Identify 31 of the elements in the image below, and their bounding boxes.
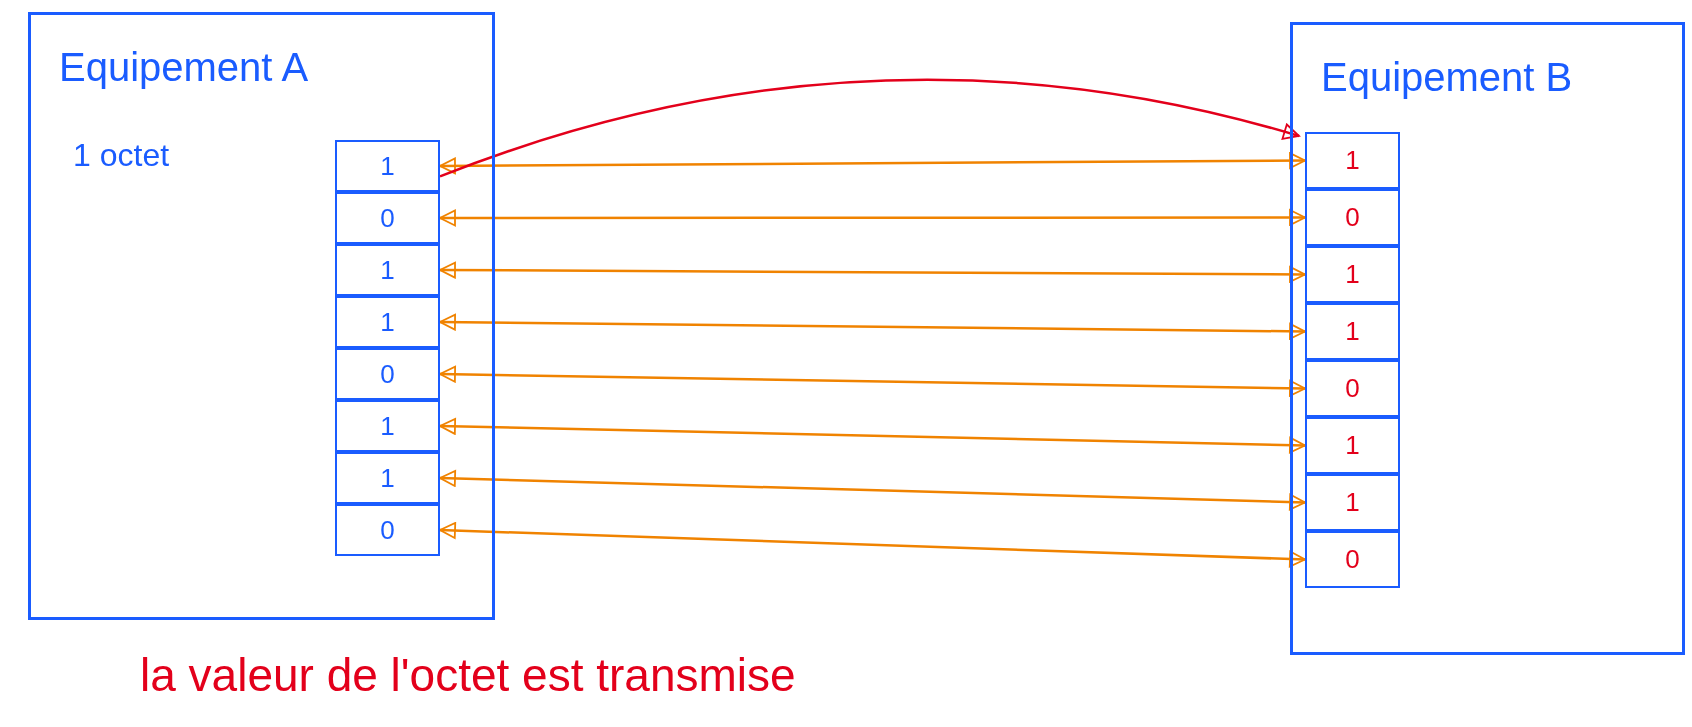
bit-cell: 1 (335, 296, 440, 348)
arrow (439, 313, 1306, 340)
arrow (439, 417, 1306, 454)
device-title: Equipement B (1321, 55, 1573, 100)
bit-cell: 0 (335, 348, 440, 400)
arrow (439, 152, 1306, 175)
bit-cell: 0 (335, 504, 440, 556)
bit-cell: 1 (335, 244, 440, 296)
arrow (439, 470, 1306, 511)
bit-cell: 0 (1305, 360, 1400, 417)
bit-cell: 0 (1305, 189, 1400, 246)
register-label: 1 octet (73, 137, 170, 174)
note: la valeur de l'octet est transmise (140, 648, 796, 702)
arrow (439, 78, 1300, 178)
arrow (439, 209, 1306, 227)
bit-cell: 1 (1305, 474, 1400, 531)
arrow (439, 261, 1306, 283)
bit-cell: 1 (1305, 303, 1400, 360)
device-title: Equipement A (59, 45, 309, 90)
bit-cell: 1 (1305, 417, 1400, 474)
device-box (1290, 22, 1685, 655)
bit-cell: 1 (1305, 132, 1400, 189)
bit-cell: 1 (335, 452, 440, 504)
bit-cell: 1 (335, 140, 440, 192)
bit-cell: 1 (1305, 246, 1400, 303)
bit-cell: 0 (335, 192, 440, 244)
arrow (439, 365, 1306, 397)
arrow (439, 522, 1306, 568)
device-box (28, 12, 495, 620)
bit-cell: 1 (335, 400, 440, 452)
bit-cell: 0 (1305, 531, 1400, 588)
